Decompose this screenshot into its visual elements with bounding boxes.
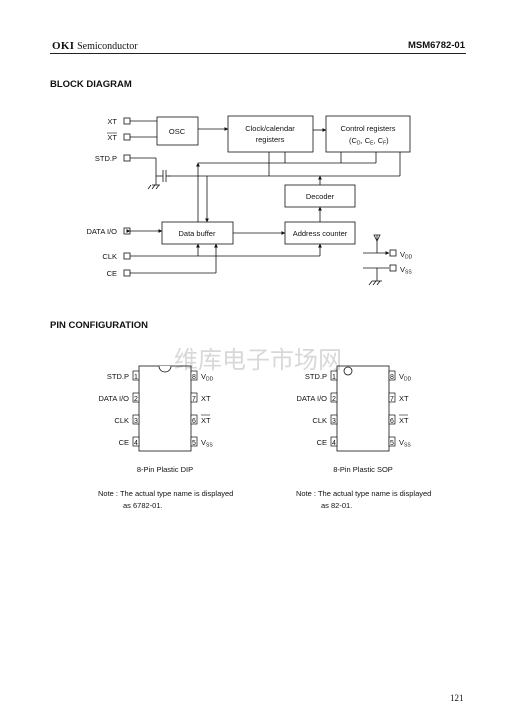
pin-number-5: 5 bbox=[390, 440, 394, 447]
pin-box-5 bbox=[388, 436, 396, 447]
package-caption: 8-Pin Plastic DIP bbox=[137, 465, 193, 474]
pin1-dot bbox=[343, 366, 353, 376]
pin-box-2 bbox=[330, 392, 338, 403]
package-note-line1: Note : The actual type name is displayed bbox=[98, 489, 233, 498]
data-buffer-label: Data buffer bbox=[179, 229, 216, 238]
header-rule bbox=[50, 53, 466, 54]
package-body bbox=[336, 365, 390, 452]
pin-name-4: CE bbox=[317, 438, 327, 447]
pin-name-4: CE bbox=[119, 438, 129, 447]
page-number: 121 bbox=[450, 693, 464, 703]
pin-name-2: DATA I/O bbox=[98, 394, 129, 403]
pin-stdp-terminal bbox=[123, 154, 131, 162]
pin-box-1 bbox=[132, 370, 140, 381]
pin-box-7 bbox=[388, 392, 396, 403]
oki-logo: OKI bbox=[52, 40, 75, 52]
package-note-line1: Note : The actual type name is displayed bbox=[296, 489, 431, 498]
control-registers-block bbox=[325, 115, 411, 153]
pin-box-6 bbox=[190, 414, 198, 425]
pin1-notch bbox=[158, 365, 172, 373]
pin-clk-terminal bbox=[123, 252, 131, 260]
package-note-line2: as 82-01. bbox=[321, 501, 352, 510]
pin-name-8: VDD bbox=[399, 372, 412, 383]
package-body bbox=[138, 365, 192, 452]
pin-name-8: VDD bbox=[201, 372, 214, 383]
pin-number-8: 8 bbox=[192, 374, 196, 381]
pin-name-1: STD.P bbox=[107, 372, 129, 381]
division-label: Semiconductor bbox=[77, 41, 138, 52]
pin-box-4 bbox=[132, 436, 140, 447]
pin-config-title: PIN CONFIGURATION bbox=[50, 320, 148, 331]
pin-number-1: 1 bbox=[134, 374, 138, 381]
pin-box-7 bbox=[190, 392, 198, 403]
pin-box-5 bbox=[190, 436, 198, 447]
pin-number-1: 1 bbox=[332, 374, 336, 381]
watermark-text: 维库电子市场网 bbox=[174, 346, 342, 374]
pin-label-stdp: STD.P bbox=[95, 154, 117, 163]
pin-number-7: 7 bbox=[192, 396, 196, 403]
pin-name-1: STD.P bbox=[305, 372, 327, 381]
pin-name-3: CLK bbox=[114, 416, 129, 425]
pin-box-3 bbox=[330, 414, 338, 425]
pin-xt-bar-terminal bbox=[123, 133, 131, 141]
pin-xt-terminal bbox=[123, 117, 131, 125]
pin-name-3: CLK bbox=[312, 416, 327, 425]
pin-label-xt: XT bbox=[107, 117, 117, 126]
pin-number-8: 8 bbox=[390, 374, 394, 381]
pin-label-xt-bar: XT bbox=[107, 133, 117, 142]
pin-number-4: 4 bbox=[134, 440, 138, 447]
vss-label: VSS bbox=[400, 265, 412, 276]
header-brand: OKI Semiconductor bbox=[52, 40, 138, 52]
vdd-label: VDD bbox=[400, 250, 413, 261]
pin-name-5: VSS bbox=[399, 438, 411, 449]
pin-name-2: DATA I/O bbox=[296, 394, 327, 403]
pin-box-1 bbox=[330, 370, 338, 381]
pin-box-3 bbox=[132, 414, 140, 425]
part-number: MSM6782-01 bbox=[407, 40, 465, 51]
pin-box-2 bbox=[132, 392, 140, 403]
pin-label-clk: CLK bbox=[102, 252, 117, 261]
clock-cal-label-1: Clock/calendar bbox=[245, 124, 295, 133]
pin-number-3: 3 bbox=[134, 418, 138, 425]
package-note-line2: as 6782-01. bbox=[123, 501, 163, 510]
pin-name-7: XT bbox=[399, 394, 409, 403]
pin-box-8 bbox=[190, 370, 198, 381]
osc-block bbox=[156, 116, 199, 146]
pin-number-2: 2 bbox=[332, 396, 336, 403]
pin-number-7: 7 bbox=[390, 396, 394, 403]
pin-name-6: XT bbox=[201, 416, 211, 425]
osc-label: OSC bbox=[169, 127, 186, 136]
pin-number-5: 5 bbox=[192, 440, 196, 447]
decoder-label: Decoder bbox=[306, 192, 335, 201]
pin-number-3: 3 bbox=[332, 418, 336, 425]
pin-box-6 bbox=[388, 414, 396, 425]
block-diagram-title: BLOCK DIAGRAM bbox=[50, 79, 132, 90]
package-caption: 8-Pin Plastic SOP bbox=[333, 465, 393, 474]
clock-calendar-block bbox=[227, 115, 314, 153]
control-reg-label-1: Control registers bbox=[340, 124, 395, 133]
pin-dataio-terminal bbox=[123, 227, 131, 235]
pin-name-5: VSS bbox=[201, 438, 213, 449]
pin-label-dataio: DATA I/O bbox=[86, 227, 117, 236]
clock-cal-label-2: registers bbox=[256, 135, 285, 144]
pin-name-6: XT bbox=[399, 416, 409, 425]
pin-number-6: 6 bbox=[390, 418, 394, 425]
pin-box-4 bbox=[330, 436, 338, 447]
pin-ce-terminal bbox=[123, 269, 131, 277]
control-reg-label-2: (CD, CE, CF) bbox=[349, 136, 389, 147]
pin-name-7: XT bbox=[201, 394, 211, 403]
pin-number-6: 6 bbox=[192, 418, 196, 425]
pin-number-2: 2 bbox=[134, 396, 138, 403]
pin-label-ce: CE bbox=[107, 269, 117, 278]
pin-box-8 bbox=[388, 370, 396, 381]
address-counter-label: Address counter bbox=[293, 229, 348, 238]
pin-number-4: 4 bbox=[332, 440, 336, 447]
